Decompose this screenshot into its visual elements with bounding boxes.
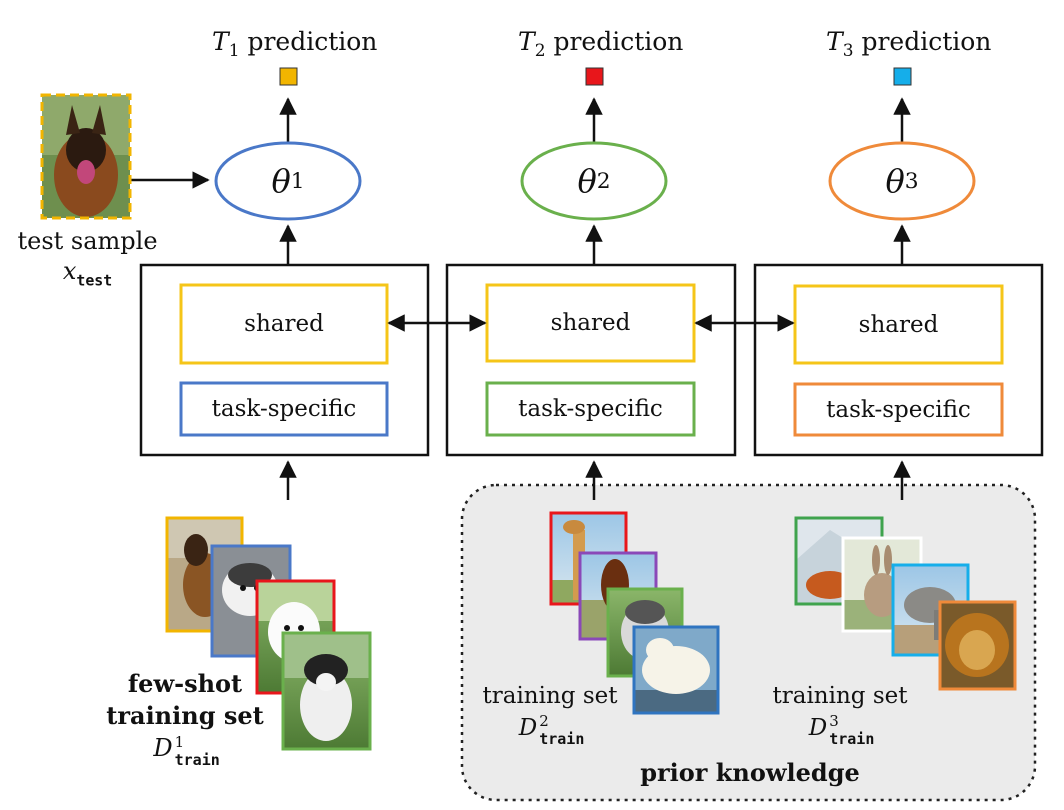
x-symbol: x	[62, 257, 77, 285]
t1-prediction-square	[279, 67, 298, 86]
theta2-subscript: 2	[596, 168, 611, 194]
t3-text: prediction	[861, 27, 992, 56]
fewshot-image-alaskan-malamute	[281, 631, 372, 751]
test-sample-image	[40, 93, 132, 220]
shared-label-2: shared	[550, 310, 631, 336]
x-subscript: test	[76, 271, 113, 290]
fewshot-line2: training set	[106, 701, 264, 730]
train2-line1: training set	[482, 683, 618, 709]
t1-text: prediction	[247, 27, 378, 56]
theta2-ellipse	[520, 141, 668, 221]
test-sample-text: test sample	[17, 227, 158, 255]
shared-box-3	[793, 284, 1004, 365]
d2-superscript: 2	[539, 712, 549, 730]
t2-prediction-square	[585, 67, 604, 86]
shared-label-3: shared	[858, 311, 939, 338]
d3-subscript: train	[829, 730, 875, 748]
shared-box-1	[179, 283, 389, 365]
train3-line1: training set	[772, 683, 908, 709]
d1-symbol: D	[153, 734, 173, 762]
d2-symbol: D	[518, 715, 538, 741]
train3-image-lion	[938, 600, 1017, 691]
theta1-ellipse	[214, 141, 362, 221]
task-specific-box-2	[485, 381, 696, 437]
task-specific-label-1: task-specific	[211, 396, 357, 422]
test-sample-caption: test sample xtest	[10, 226, 165, 296]
theta1-symbol: θ	[271, 162, 291, 200]
t2-symbol: T	[518, 27, 535, 56]
theta3-ellipse	[828, 141, 976, 221]
task-specific-label-2: task-specific	[518, 396, 663, 422]
t3-prediction-label: T3 prediction	[826, 27, 991, 61]
d1-subscript: train	[174, 751, 220, 769]
t2-prediction-label: T2 prediction	[518, 27, 683, 61]
shared-label-1: shared	[244, 311, 324, 337]
t1-prediction-label: T1 prediction	[212, 27, 377, 61]
t2-subscript: 2	[534, 40, 546, 61]
t1-subscript: 1	[228, 40, 240, 61]
fewshot-line1: few-shot	[127, 669, 243, 698]
task-specific-box-3	[793, 382, 1004, 437]
theta3-subscript: 3	[904, 168, 919, 194]
d3-symbol: D	[808, 715, 828, 741]
theta2-symbol: θ	[577, 162, 597, 200]
theta3-symbol: θ	[885, 162, 905, 200]
d3-superscript: 3	[829, 712, 839, 730]
shared-box-2	[485, 283, 696, 363]
t3-symbol: T	[826, 27, 843, 56]
t3-prediction-square	[893, 67, 912, 86]
prior-knowledge-label: prior knowledge	[640, 758, 860, 787]
d1-superscript: 1	[174, 733, 185, 751]
task-specific-box-1	[179, 381, 389, 437]
t3-subscript: 3	[842, 40, 854, 61]
train2-image-polar-bear	[632, 625, 720, 715]
d2-subscript: train	[539, 730, 585, 748]
theta1-subscript: 1	[290, 168, 305, 194]
task-specific-label-3: task-specific	[826, 396, 971, 423]
t2-text: prediction	[553, 27, 684, 56]
t1-symbol: T	[212, 27, 229, 56]
test-sample-symbol: xtest	[10, 256, 165, 296]
